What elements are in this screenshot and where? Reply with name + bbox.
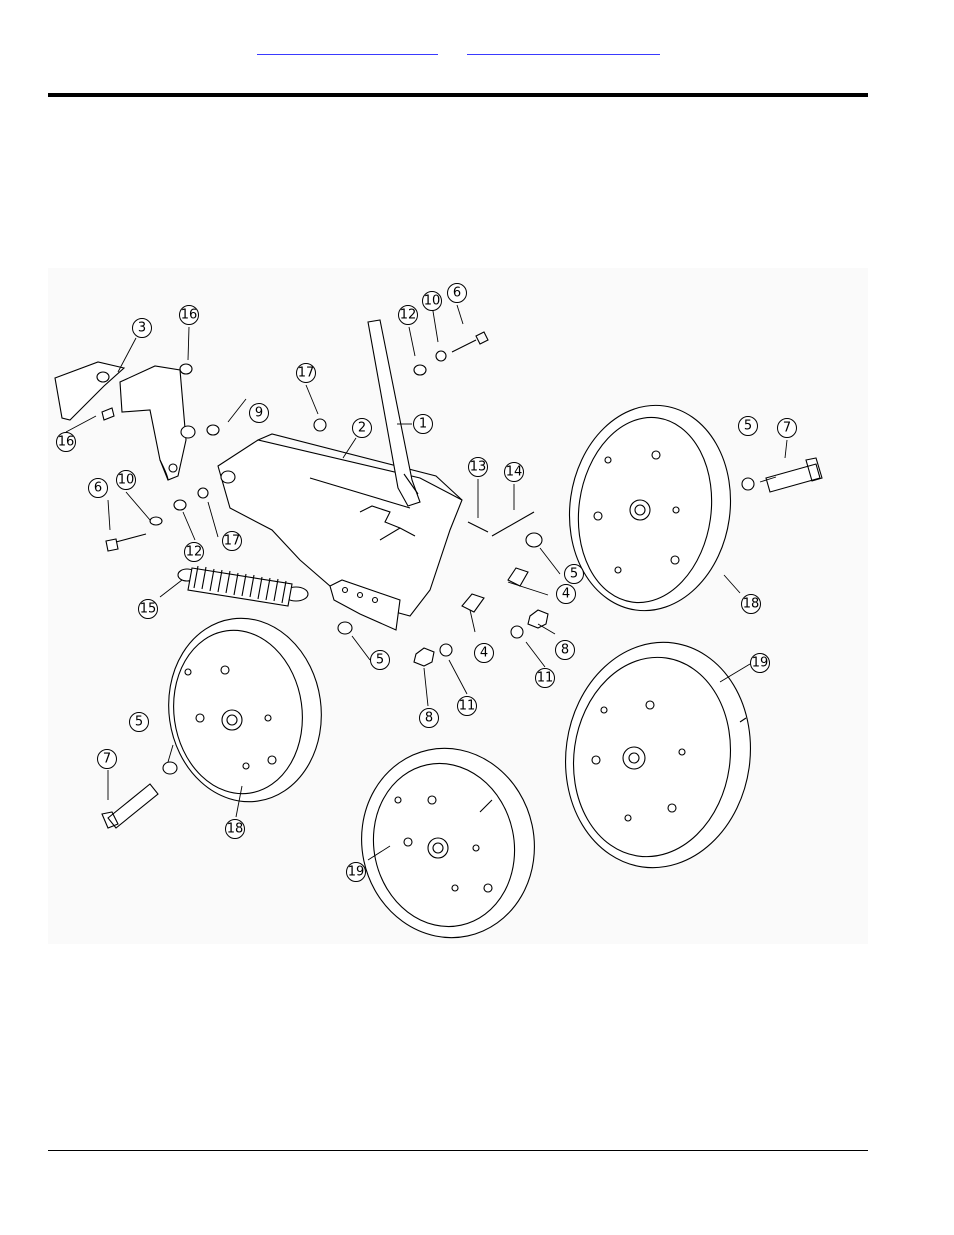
gauge-wheel-upper-right	[568, 404, 732, 612]
callout-label: 14	[506, 465, 523, 480]
callout-5c: 5	[738, 416, 758, 436]
leader-lines	[65, 304, 788, 861]
callout-17a: 17	[296, 363, 316, 383]
callout-10a: 10	[422, 291, 442, 311]
callout-label: 17	[224, 534, 241, 549]
tension-spring	[177, 565, 309, 607]
callout-16b: 16	[56, 432, 76, 452]
bottom-rule	[48, 1150, 868, 1151]
adjustment-handle	[367, 319, 421, 507]
callout-3: 3	[132, 318, 152, 338]
callout-8b: 8	[419, 708, 439, 728]
callout-12b: 12	[184, 542, 204, 562]
callout-19a: 19	[750, 653, 770, 673]
callout-11a: 11	[535, 668, 555, 688]
callout-label: 18	[743, 597, 760, 612]
parts-diagram: 1 2 3 4 4 5 5 5 5 6 6 7 7 8 8 9 10 10 11…	[48, 268, 868, 944]
top-rule	[48, 93, 868, 97]
callout-label: 7	[103, 752, 111, 767]
callout-4b: 4	[474, 643, 494, 663]
callout-label: 7	[783, 421, 791, 436]
header-link-1[interactable]	[257, 38, 438, 55]
callout-label: 6	[453, 286, 461, 301]
callout-label: 13	[470, 460, 487, 475]
callout-5a: 5	[564, 564, 584, 584]
callout-label: 16	[58, 435, 75, 450]
callout-7a: 7	[777, 418, 797, 438]
callout-label: 17	[298, 366, 315, 381]
callout-5d: 5	[129, 712, 149, 732]
callout-label: 4	[480, 646, 488, 661]
callout-label: 18	[227, 822, 244, 837]
callout-12a: 12	[398, 305, 418, 325]
callout-2: 2	[352, 418, 372, 438]
callout-9: 9	[249, 403, 269, 423]
callout-6b: 6	[88, 478, 108, 498]
callout-8a: 8	[555, 640, 575, 660]
callout-label: 5	[376, 653, 384, 668]
callout-label: 11	[537, 671, 554, 686]
callout-7b: 7	[97, 749, 117, 769]
closing-wheel-lower-middle	[361, 747, 535, 939]
callout-label: 4	[562, 587, 570, 602]
callout-label: 10	[424, 294, 441, 309]
callout-1: 1	[413, 414, 433, 434]
callout-15: 15	[138, 599, 158, 619]
callout-label: 19	[348, 865, 365, 880]
callout-4a: 4	[556, 584, 576, 604]
callout-label: 8	[425, 711, 433, 726]
callout-label: 15	[140, 602, 157, 617]
callout-10b: 10	[116, 470, 136, 490]
gauge-wheel-left	[168, 617, 322, 803]
callout-16a: 16	[179, 305, 199, 325]
callout-13: 13	[468, 457, 488, 477]
mounting-bracket	[54, 361, 187, 481]
closing-wheel-lower-right	[564, 641, 752, 869]
header-link-2[interactable]	[467, 38, 660, 55]
callout-17b: 17	[222, 531, 242, 551]
callout-6a: 6	[447, 283, 467, 303]
callout-11b: 11	[457, 696, 477, 716]
callout-label: 5	[570, 567, 578, 582]
callout-label: 12	[186, 545, 203, 560]
callout-label: 8	[561, 643, 569, 658]
callout-label: 5	[744, 419, 752, 434]
callout-19b: 19	[346, 862, 366, 882]
callout-label: 6	[94, 481, 102, 496]
callout-18a: 18	[741, 594, 761, 614]
callout-label: 9	[255, 406, 263, 421]
callout-label: 11	[459, 699, 476, 714]
callout-label: 1	[419, 417, 427, 432]
callout-label: 5	[135, 715, 143, 730]
callout-18b: 18	[225, 819, 245, 839]
callout-5b: 5	[370, 650, 390, 670]
callout-label: 16	[181, 308, 198, 323]
callout-label: 19	[752, 656, 769, 671]
callout-14: 14	[504, 462, 524, 482]
callout-label: 2	[358, 421, 366, 436]
hardware	[101, 331, 823, 829]
callout-label: 12	[400, 308, 417, 323]
callout-label: 3	[138, 321, 146, 336]
callout-label: 10	[118, 473, 135, 488]
